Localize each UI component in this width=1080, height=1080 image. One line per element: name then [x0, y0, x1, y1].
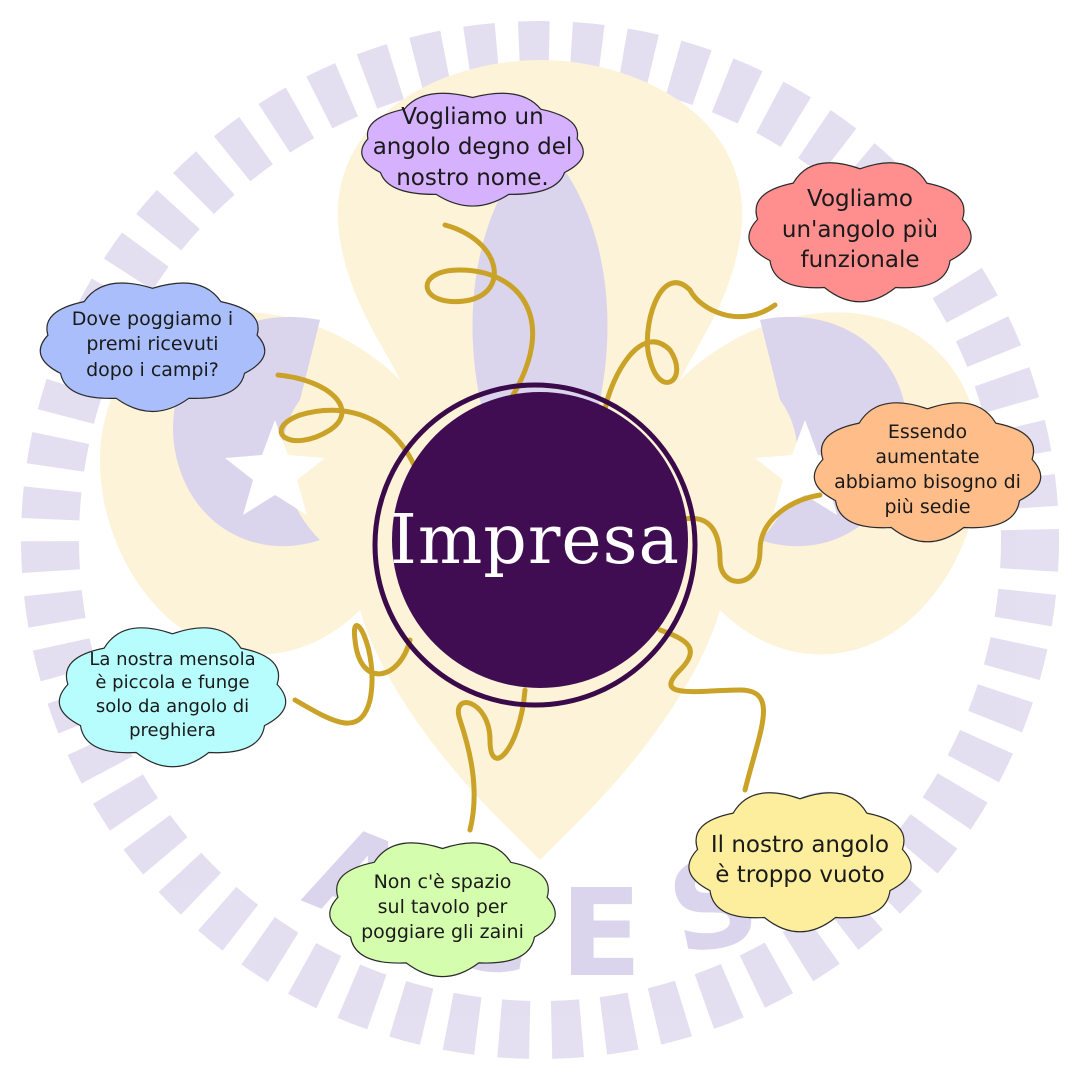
ribbon-top-right	[602, 280, 778, 413]
ribbon-top	[424, 222, 536, 403]
cloud-text-top-right: Vogliamo un'angolo più funzionale	[781, 186, 939, 274]
rope-ring-watermark	[21, 21, 1059, 1059]
cloud-top-right	[748, 162, 972, 303]
cloud-text-right-mid: Essendo aumentate abbiamo bisogno di più…	[834, 420, 1021, 519]
hub-circle	[392, 392, 688, 688]
cloud-bottom-right	[688, 792, 912, 933]
svg-text:E: E	[560, 865, 642, 1004]
hub-title: Impresa	[389, 500, 681, 580]
cloud-top	[361, 92, 584, 207]
cloud-text-top: Vogliamo un angolo degno del nostro nome…	[372, 103, 573, 191]
cloud-right-mid	[813, 402, 1042, 543]
cloud-text-bottom: Non c'è spazio sul tavolo per poggiare g…	[361, 870, 524, 944]
cloud-text-left-top: Dove poggiamo i premi ricevuti dopo i ca…	[71, 308, 234, 381]
ribbon-connectors	[275, 222, 823, 833]
ribbon-bottom	[455, 687, 528, 833]
cloud-left-top	[39, 282, 266, 413]
central-hub	[372, 382, 698, 708]
ribbon-right-mid	[677, 492, 823, 584]
hub-outer-ring	[372, 382, 698, 708]
cloud-text-left-bottom: La nostra mensola è piccola e funge solo…	[89, 648, 256, 741]
ribbon-left-bottom	[292, 623, 413, 726]
star-icon	[225, 420, 325, 515]
cloud-bottom	[329, 842, 556, 978]
ribbon-bottom-right	[657, 627, 766, 793]
cloud-left-bottom	[58, 627, 287, 768]
thought-clouds	[39, 92, 1042, 978]
ribbon-left-top	[275, 372, 423, 483]
cloud-text-bottom-right: Il nostro angolo è troppo vuoto	[710, 831, 890, 888]
